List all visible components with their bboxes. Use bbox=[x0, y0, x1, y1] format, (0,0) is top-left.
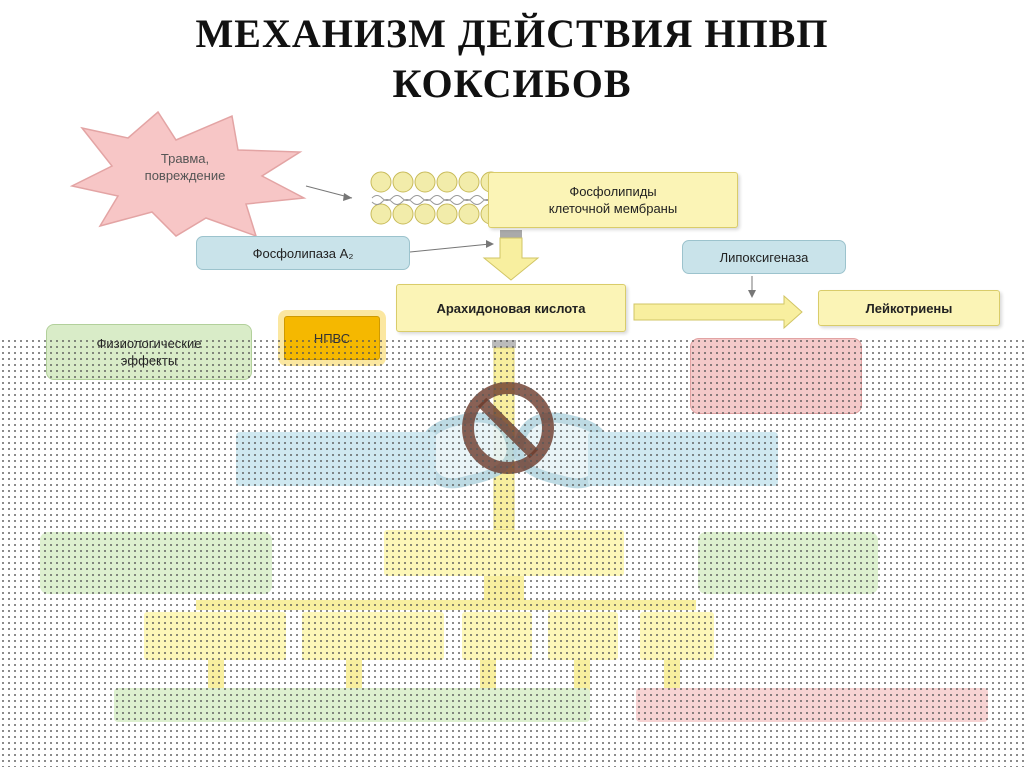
cox-box-right bbox=[588, 432, 778, 486]
arachidonic-acid-box: Арахидоновая кислота bbox=[396, 284, 626, 332]
page-title-line-2: КОКСИБОВ bbox=[392, 61, 632, 106]
phospholipids-box: Фосфолипиды клеточной мембраны bbox=[488, 172, 738, 228]
starburst-icon bbox=[69, 110, 307, 238]
green-box-left bbox=[40, 532, 272, 594]
bottom-pink-wide bbox=[636, 688, 988, 722]
trauma-label: Травма, повреждение bbox=[144, 151, 226, 183]
page-title-line-1: МЕХАНИЗМ ДЕЙСТВИЯ НПВП bbox=[195, 11, 829, 56]
down-arrow-icon bbox=[482, 237, 540, 281]
bottom-box-1 bbox=[144, 612, 286, 660]
bottom-box-3 bbox=[462, 612, 532, 660]
leukotrienes-box: Лейкотриены bbox=[818, 290, 1000, 326]
bottom-box-2 bbox=[302, 612, 444, 660]
right-arrow-icon bbox=[633, 294, 803, 330]
prostaglandin-box bbox=[384, 530, 624, 576]
physiological-effects-box: Физиологические эффекты bbox=[46, 324, 252, 380]
cox-box-left bbox=[236, 432, 436, 486]
bottom-box-5 bbox=[640, 612, 714, 660]
nsaid-badge: НПВС bbox=[284, 316, 380, 360]
membrane-bilayer-icon bbox=[370, 171, 502, 225]
phospholipase-box: Фосфолипаза А₂ bbox=[196, 236, 410, 270]
pink-box-right bbox=[690, 338, 862, 414]
bottom-green-wide bbox=[114, 688, 590, 722]
green-box-right bbox=[698, 532, 878, 594]
lipoxygenase-box: Липоксигеназа bbox=[682, 240, 846, 274]
bottom-box-4 bbox=[548, 612, 618, 660]
